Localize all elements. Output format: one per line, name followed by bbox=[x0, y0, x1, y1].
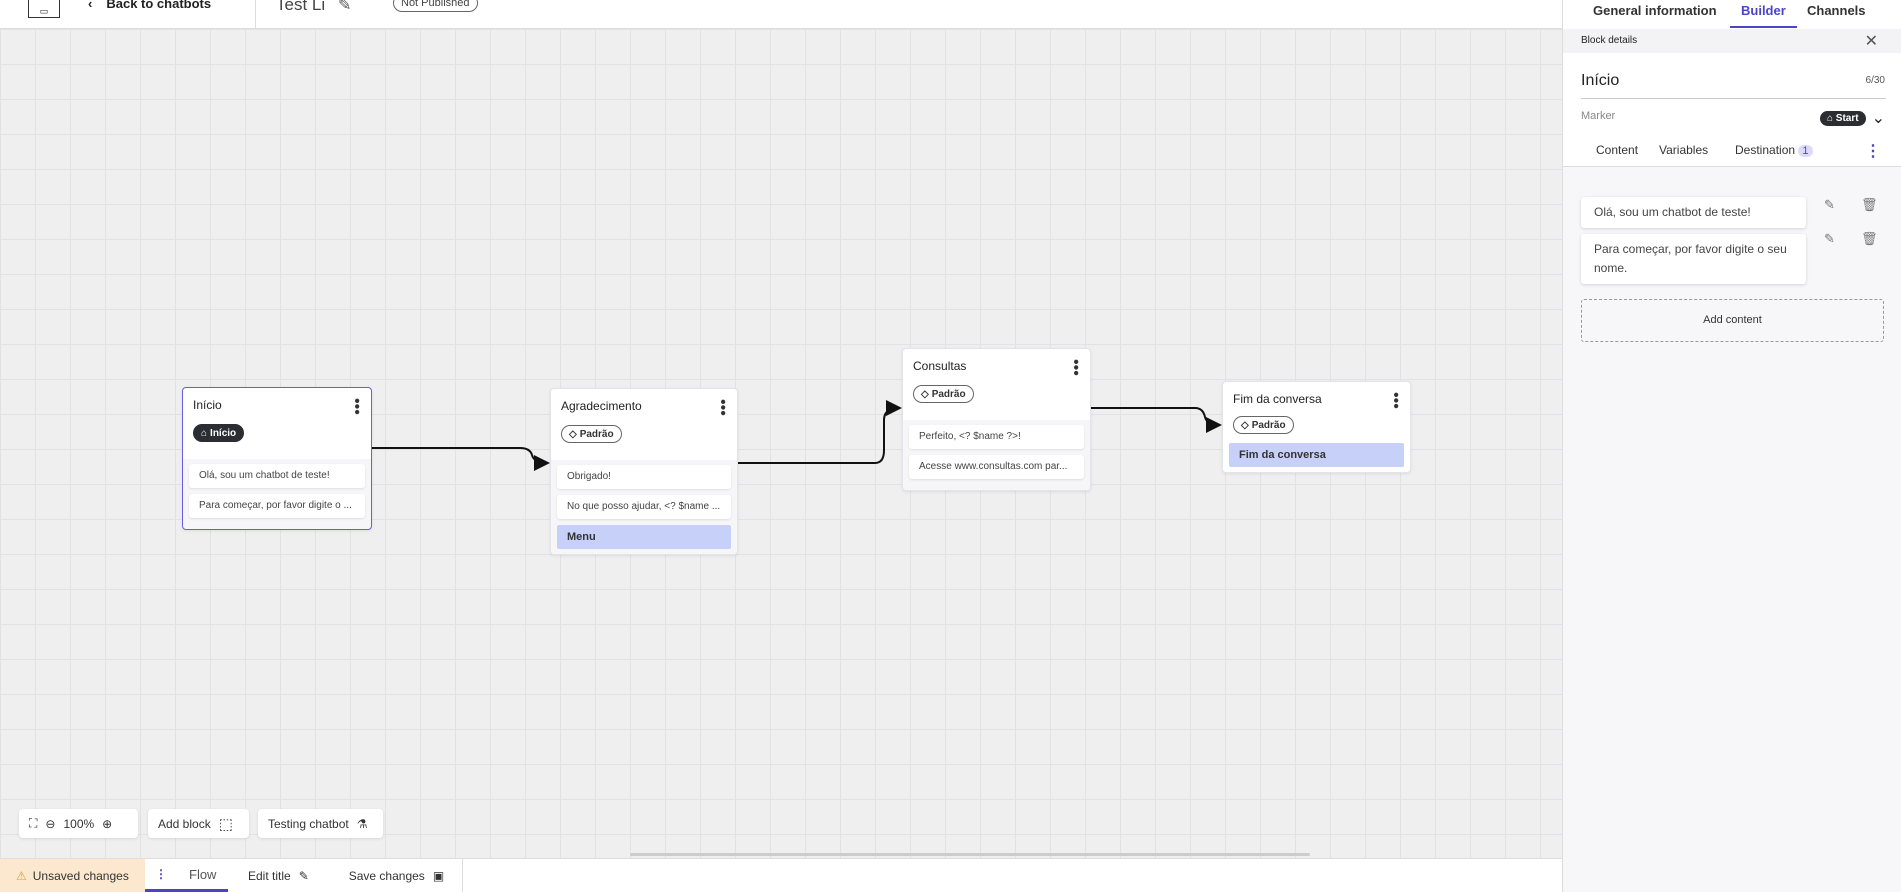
divider bbox=[462, 859, 464, 892]
add-block-icon: ⬚ bbox=[218, 815, 233, 833]
fit-screen-icon[interactable]: ⛶ bbox=[29, 816, 38, 830]
content-item[interactable]: Olá, sou um chatbot de teste! bbox=[1581, 197, 1806, 228]
flow-tab[interactable]: ⋮Flow bbox=[145, 859, 228, 892]
more-menu-icon[interactable]: ••• bbox=[1067, 359, 1084, 376]
block-tag: ◇Padrão bbox=[913, 385, 974, 403]
connections bbox=[372, 400, 1222, 471]
block-title: Consultas bbox=[913, 359, 967, 373]
trash-icon[interactable]: 🗑 bbox=[1861, 197, 1878, 212]
chevron-down-icon: ⌄ bbox=[1871, 110, 1885, 127]
message-item[interactable]: No que posso ajudar, <? $name ... bbox=[557, 495, 731, 519]
close-icon[interactable]: ✕ bbox=[1864, 33, 1878, 50]
tag-icon: ◇ bbox=[569, 428, 577, 440]
panel-header: Block details ✕ bbox=[1563, 29, 1901, 53]
horizontal-scrollbar[interactable] bbox=[630, 853, 1310, 856]
more-vertical-icon[interactable]: ⋮ bbox=[1865, 143, 1881, 160]
zoom-controls: ⛶ ⊖ 100% ⊕ bbox=[19, 809, 138, 838]
tab-destination[interactable]: Destination 1 bbox=[1735, 143, 1813, 157]
block-title: Agradecimento bbox=[561, 399, 642, 413]
tag-icon: ◇ bbox=[921, 388, 929, 400]
menu-item[interactable]: Menu bbox=[557, 525, 731, 549]
warning-icon: ⚠ bbox=[16, 868, 27, 883]
block-fim-da-conversa[interactable]: Fim da conversa ••• ◇Padrão Fim da conver… bbox=[1222, 381, 1411, 473]
edit-title-pencil-icon[interactable]: ✎ bbox=[338, 0, 352, 14]
destination-count-badge: 1 bbox=[1798, 145, 1813, 157]
more-menu-icon[interactable]: ••• bbox=[348, 398, 365, 415]
more-menu-icon[interactable]: ••• bbox=[1387, 392, 1404, 409]
zoom-out-icon[interactable]: ⊖ bbox=[45, 816, 56, 831]
block-tag: ◇Padrão bbox=[561, 425, 622, 443]
menu-item[interactable]: Fim da conversa bbox=[1229, 443, 1404, 467]
edit-pencil-icon[interactable]: ✎ bbox=[1824, 231, 1835, 246]
flask-icon: ⚗ bbox=[356, 816, 368, 831]
char-count: 6/30 bbox=[1865, 75, 1885, 86]
edge-agradecimento-consultas bbox=[738, 400, 902, 464]
message-item[interactable]: Perfeito, <? $name ?>! bbox=[909, 425, 1084, 449]
more-menu-icon[interactable]: ••• bbox=[714, 399, 731, 416]
tab-content[interactable]: Content bbox=[1583, 143, 1652, 168]
marker-select[interactable]: ⌂ Start⌄ bbox=[1819, 108, 1885, 128]
save-icon: ▣ bbox=[432, 868, 445, 883]
add-content-button[interactable]: Add content bbox=[1581, 299, 1884, 342]
block-title: Fim da conversa bbox=[1233, 392, 1322, 406]
chevron-left-icon: ‹ bbox=[88, 0, 93, 11]
logo: ▭ bbox=[28, 0, 60, 18]
home-icon: ⌂ bbox=[1826, 112, 1834, 124]
more-vertical-icon: ⋮ bbox=[155, 867, 167, 881]
edit-title-button[interactable]: Edit title✎ bbox=[248, 868, 309, 883]
unsaved-changes-indicator: ⚠Unsaved changes bbox=[0, 859, 145, 892]
tab-general-information[interactable]: General information bbox=[1593, 3, 1717, 18]
home-icon: ⌂ bbox=[201, 427, 208, 439]
pencil-icon: ✎ bbox=[298, 868, 309, 883]
tab-builder[interactable]: Builder bbox=[1730, 3, 1797, 28]
block-inicio[interactable]: Início ••• ⌂Início Olá, sou um chatbot de… bbox=[182, 387, 372, 530]
testing-chatbot-button[interactable]: Testing chatbot⚗ bbox=[258, 809, 383, 838]
edge-consultas-fim bbox=[1091, 407, 1222, 433]
message-item[interactable]: Olá, sou um chatbot de teste! bbox=[189, 464, 365, 488]
trash-icon[interactable]: 🗑 bbox=[1861, 231, 1878, 246]
bottom-bar: ⚠Unsaved changes ⋮Flow Edit title✎ Save … bbox=[0, 858, 1562, 892]
content-item[interactable]: Para começar, por favor digite o seu nom… bbox=[1581, 234, 1806, 284]
tab-channels[interactable]: Channels bbox=[1807, 3, 1866, 18]
block-tag: ◇Padrão bbox=[1233, 416, 1294, 434]
message-item[interactable]: Acesse www.consultas.com par... bbox=[909, 455, 1084, 479]
back-to-chatbots-link[interactable]: ‹ Back to chatbots bbox=[88, 0, 211, 11]
block-title: Início bbox=[193, 398, 222, 412]
divider bbox=[255, 0, 256, 29]
tab-variables[interactable]: Variables bbox=[1659, 143, 1709, 157]
content-list: Olá, sou um chatbot de teste! ✎ 🗑 Para c… bbox=[1563, 166, 1901, 892]
message-item[interactable]: Para começar, por favor digite o ... bbox=[189, 494, 365, 518]
zoom-level: 100% bbox=[63, 816, 95, 831]
edge-inicio-agradecimento bbox=[372, 447, 550, 471]
tag-icon: ◇ bbox=[1241, 419, 1249, 431]
status-badge: Not Published bbox=[393, 0, 478, 12]
top-bar: ▭ ‹ Back to chatbots Test Li ✎ Not Publis… bbox=[0, 0, 1562, 29]
message-item[interactable]: Obrigado! bbox=[557, 465, 731, 489]
marker-label: Marker bbox=[1581, 110, 1616, 122]
save-changes-button[interactable]: Save changes▣ bbox=[348, 868, 445, 883]
zoom-in-icon[interactable]: ⊕ bbox=[102, 816, 113, 831]
block-consultas[interactable]: Consultas ••• ◇Padrão Perfeito, <? $name … bbox=[902, 348, 1091, 491]
block-title-input[interactable]: Início bbox=[1581, 72, 1886, 99]
block-details-panel: General information Builder Channels Blo… bbox=[1562, 0, 1901, 892]
back-label: Back to chatbots bbox=[106, 0, 212, 11]
block-tag: ⌂Início bbox=[193, 424, 245, 442]
block-agradecimento[interactable]: Agradecimento ••• ◇Padrão Obrigado! No que… bbox=[550, 388, 738, 555]
add-block-button[interactable]: Add block⬚ bbox=[148, 809, 249, 838]
edit-pencil-icon[interactable]: ✎ bbox=[1824, 197, 1835, 212]
chatbot-title: Test Li bbox=[276, 0, 326, 14]
